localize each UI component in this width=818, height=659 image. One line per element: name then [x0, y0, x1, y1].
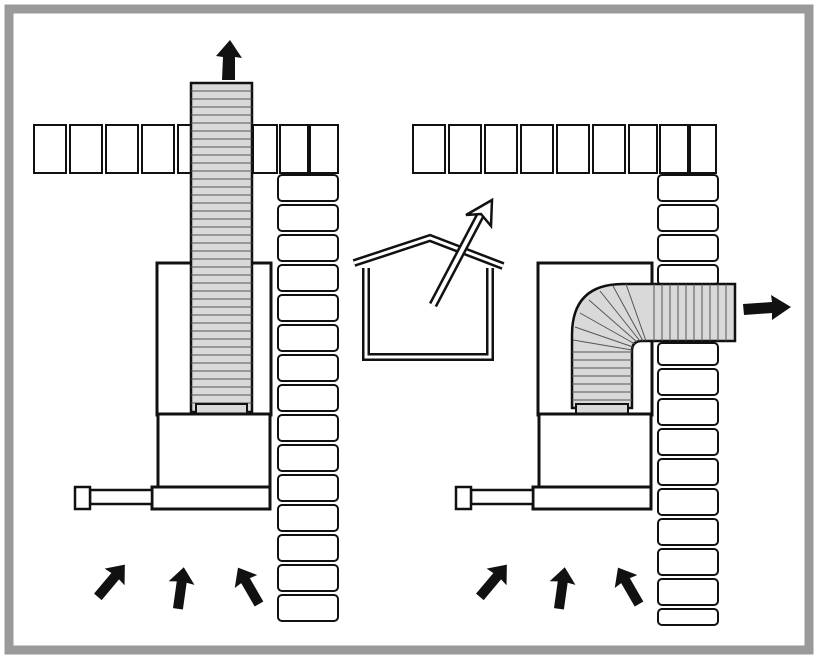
hood-handle-left [88, 488, 154, 506]
wall-bricks-left [277, 174, 339, 622]
strike-arrow [429, 197, 494, 308]
ceiling-bricks-right [412, 124, 717, 174]
hood-base-right [531, 485, 653, 511]
hood-knob-left [73, 485, 92, 511]
vertical-duct [189, 81, 254, 415]
panel-vertical-exhaust [33, 40, 339, 622]
elbow-duct [570, 282, 737, 415]
hood-knob-right [454, 485, 473, 511]
panel-no-venting [352, 197, 505, 361]
panel-wall-exhaust [412, 124, 791, 626]
ceiling-bricks-left [33, 124, 339, 174]
house-icon [352, 233, 505, 361]
hood-body-left [156, 412, 272, 489]
wall-bricks-right [657, 174, 719, 626]
exhaust-arrow-right [743, 295, 791, 320]
hood-base-left [150, 485, 272, 511]
exhaust-arrow-up [216, 40, 242, 80]
hood-handle-right [469, 488, 535, 506]
hood-body-right [537, 412, 653, 489]
